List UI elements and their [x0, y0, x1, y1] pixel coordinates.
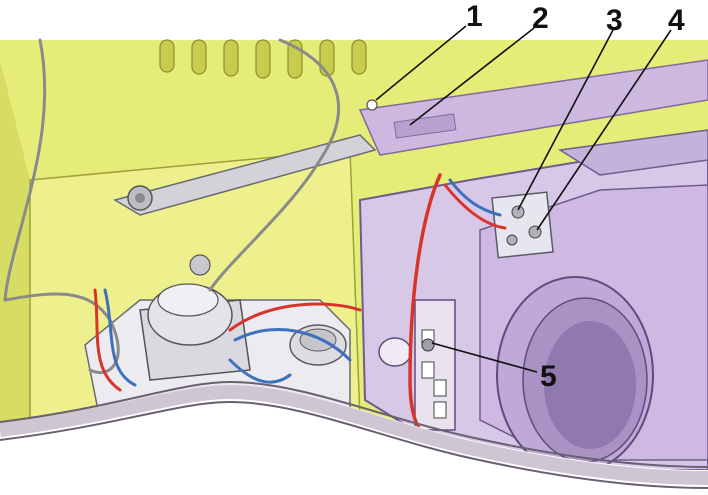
top-margin [0, 0, 708, 40]
frame-tube-edge-lower [0, 400, 708, 489]
callout-3: 3 [606, 4, 623, 37]
leader-lines [375, 25, 672, 373]
fan-opening [544, 321, 636, 449]
grommet [378, 337, 412, 367]
heater-housing-flange [557, 129, 708, 176]
linkage-pivot-bolt [135, 193, 145, 203]
wiper-motor-cap-top [157, 283, 219, 317]
callout-5: 5 [540, 360, 557, 393]
frame-tube-stripe [0, 384, 708, 485]
connector-nut [421, 338, 435, 352]
bolt-head [189, 254, 211, 276]
callout-2: 2 [532, 2, 549, 35]
frame-tube-edge [0, 380, 708, 468]
vent-slots [159, 39, 367, 79]
switch-screw-upper [511, 205, 525, 219]
frame-tube [0, 385, 708, 495]
callout-1: 1 [466, 0, 483, 33]
callout-4: 4 [668, 4, 685, 37]
cowl-slot [393, 113, 457, 139]
mounting-hole [366, 99, 378, 111]
switch-screw-side [506, 234, 518, 246]
wiper-linkage-arm [113, 134, 377, 216]
